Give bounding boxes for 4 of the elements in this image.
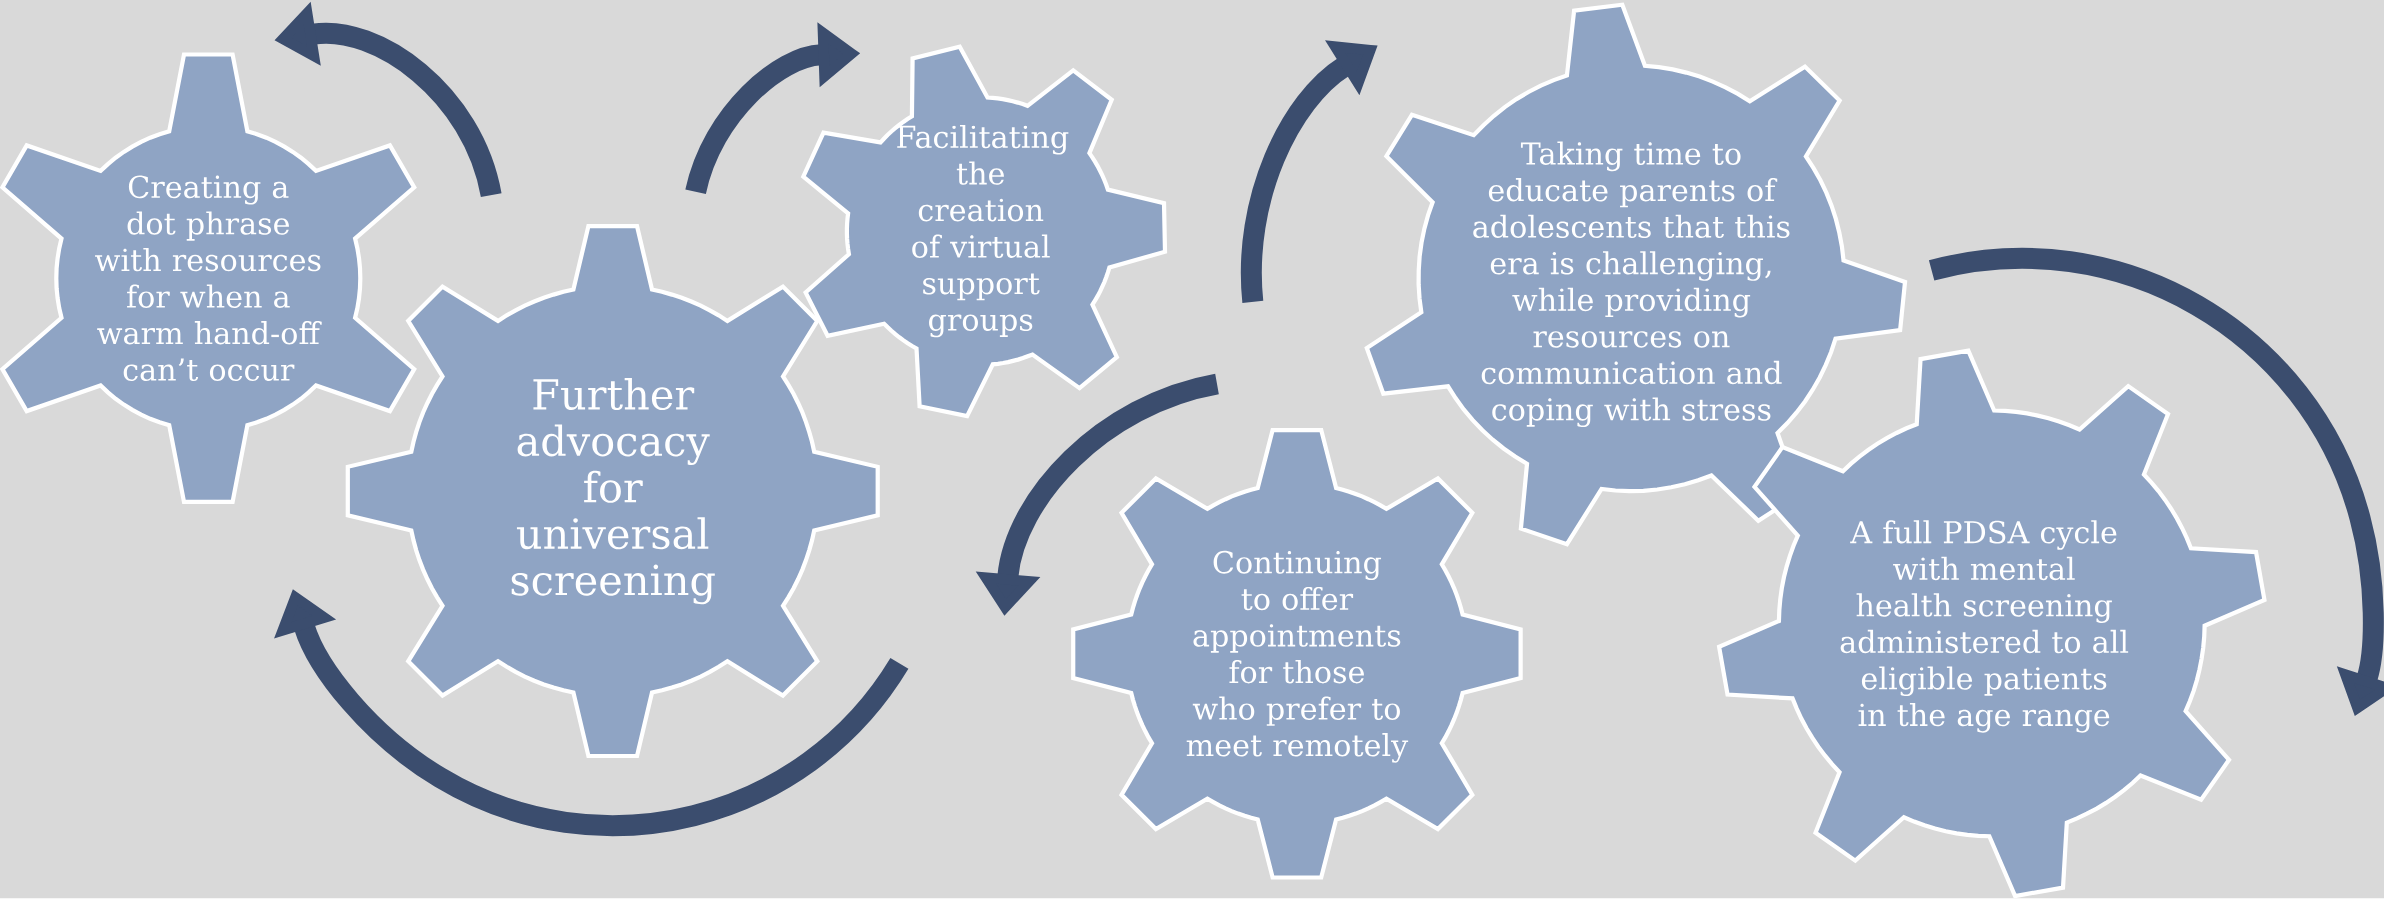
gear: Creating a dot phrase with resources for when a warm hand-off can’t occur [0, 52, 417, 505]
gear: Continuing to offer appointments for those who prefer to meet remotely [1071, 428, 1523, 880]
gear: Facilitating the creation of virtual support groups [800, 44, 1168, 419]
gear: Further advocacy for universal screening [345, 224, 880, 759]
